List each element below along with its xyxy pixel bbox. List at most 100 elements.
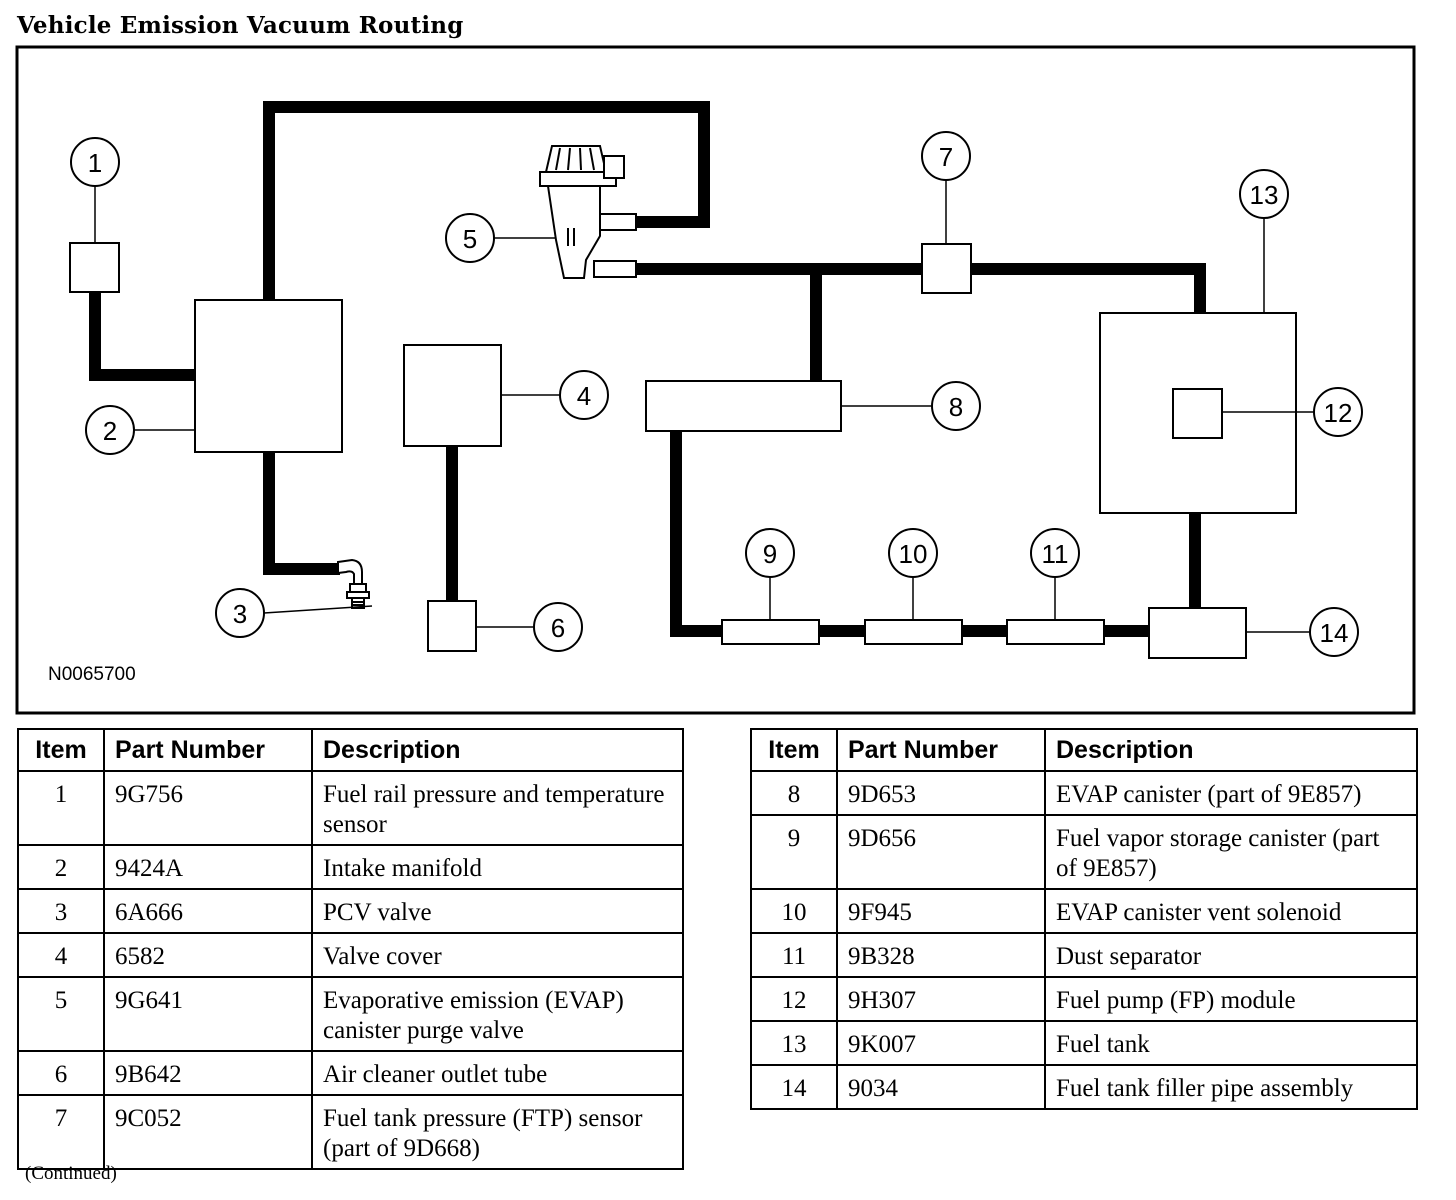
item-number: 1	[17, 770, 105, 846]
part-number: 9G756	[103, 770, 313, 846]
item-number: 14	[750, 1064, 838, 1110]
part-number: 9B328	[836, 932, 1046, 978]
description: Fuel vapor storage canister (part of 9E8…	[1044, 814, 1418, 890]
part-number: 9034	[836, 1064, 1046, 1110]
part-number: 6A666	[103, 888, 313, 934]
vapor-storage-canister-box	[721, 619, 820, 645]
air-cleaner-outlet-box	[427, 600, 477, 652]
description: EVAP canister (part of 9E857)	[1044, 770, 1418, 816]
hose-manifold-to-pcv	[263, 452, 340, 575]
callout-11: 11	[1030, 528, 1080, 578]
hose-purge-to-ftp-to-tank	[636, 263, 1206, 313]
item-number: 7	[17, 1094, 105, 1170]
svg-text:7: 7	[939, 142, 953, 172]
fp-module-box	[1172, 388, 1223, 439]
description: Air cleaner outlet tube	[311, 1050, 684, 1096]
item-number: 6	[17, 1050, 105, 1096]
svg-text:8: 8	[949, 392, 963, 422]
item-number: 4	[17, 932, 105, 978]
legend-header-row: Item Part Number Description	[750, 728, 1418, 772]
part-number: 9C052	[103, 1094, 313, 1170]
part-number: 9424A	[103, 844, 313, 890]
svg-text:2: 2	[103, 416, 117, 446]
description: Valve cover	[311, 932, 684, 978]
item-number: 12	[750, 976, 838, 1022]
description: PCV valve	[311, 888, 684, 934]
callout-13: 13	[1239, 169, 1289, 219]
callout-7: 7	[921, 131, 971, 181]
part-number: 9D656	[836, 814, 1046, 890]
svg-text:1: 1	[88, 148, 102, 178]
description: Fuel tank pressure (FTP) sensor (part of…	[311, 1094, 684, 1170]
vent-solenoid-box	[864, 619, 963, 645]
callout-1: 1	[70, 137, 120, 187]
header-description: Description	[311, 728, 684, 772]
part-number: 9B642	[103, 1050, 313, 1096]
header-item: Item	[750, 728, 838, 772]
part-number: 9H307	[836, 976, 1046, 1022]
figure-id: N0065700	[48, 664, 136, 685]
svg-text:12: 12	[1324, 398, 1353, 428]
leader-lines	[94, 180, 1314, 633]
header-part-number: Part Number	[103, 728, 313, 772]
svg-text:4: 4	[577, 381, 591, 411]
purge-valve-drawing	[539, 145, 637, 279]
vacuum-hoses	[89, 101, 1206, 637]
part-number: 9F945	[836, 888, 1046, 934]
item-number: 5	[17, 976, 105, 1052]
hose-manifold-to-purge-valve	[263, 101, 710, 300]
hose-sensor-to-manifold	[89, 292, 195, 381]
description: Fuel tank	[1044, 1020, 1418, 1066]
legend-header-row: Item Part Number Description	[17, 728, 684, 772]
svg-text:5: 5	[463, 224, 477, 254]
description: Fuel pump (FP) module	[1044, 976, 1418, 1022]
header-part-number: Part Number	[836, 728, 1046, 772]
callout-12: 12	[1313, 387, 1363, 437]
description: Evaporative emission (EVAP) canister pur…	[311, 976, 684, 1052]
description: Fuel tank filler pipe assembly	[1044, 1064, 1418, 1110]
hose-canister-to-vapor-canister	[670, 431, 722, 637]
evap-canister-box	[645, 380, 842, 432]
svg-text:13: 13	[1250, 180, 1279, 210]
item-number: 13	[750, 1020, 838, 1066]
fuel-rail-sensor-box	[69, 242, 120, 293]
item-number: 2	[17, 844, 105, 890]
callout-14: 14	[1309, 607, 1359, 657]
item-number: 11	[750, 932, 838, 978]
svg-text:10: 10	[899, 539, 928, 569]
valve-cover-box	[403, 344, 502, 447]
callouts: 1 2 3 4 5 6 7 8 9 10 11 12 13 14	[70, 131, 1363, 657]
diagram-frame	[15, 45, 1416, 715]
page-title: Vehicle Emission Vacuum Routing	[17, 12, 464, 39]
item-number: 9	[750, 814, 838, 890]
callout-6: 6	[533, 602, 583, 652]
svg-text:3: 3	[233, 599, 247, 629]
callout-5: 5	[445, 213, 495, 263]
description: Dust separator	[1044, 932, 1418, 978]
callout-3: 3	[215, 588, 265, 638]
description: EVAP canister vent solenoid	[1044, 888, 1418, 934]
part-number: 9K007	[836, 1020, 1046, 1066]
callout-8: 8	[931, 381, 981, 431]
continued-note: (Continued)	[25, 1163, 117, 1184]
svg-text:14: 14	[1320, 618, 1349, 648]
svg-text:9: 9	[763, 539, 777, 569]
filler-pipe-box	[1148, 607, 1247, 659]
intake-manifold-box	[194, 299, 343, 453]
description: Intake manifold	[311, 844, 684, 890]
